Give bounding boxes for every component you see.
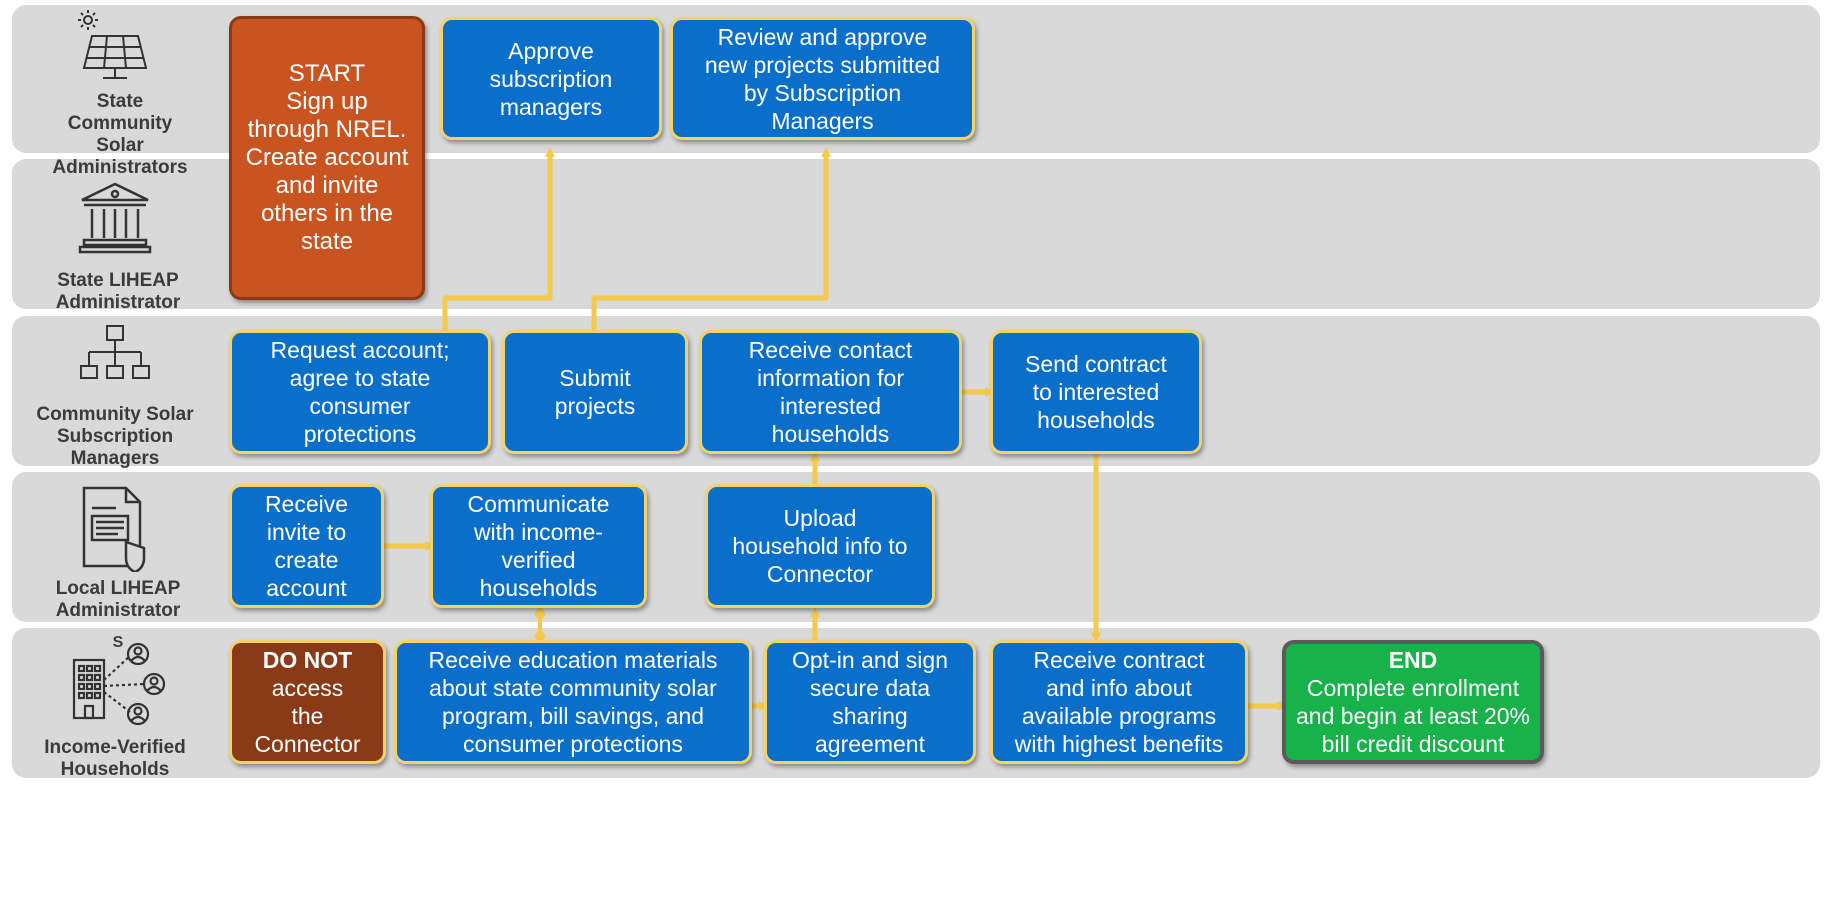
review-projects-box: Review and approve new projects submitte…	[670, 17, 975, 140]
send-contract-box: Send contract to interested households	[990, 330, 1202, 454]
lane-label-local-liheap: Local LIHEAP Administrator	[55, 578, 181, 621]
lane-label-state-liheap: State LIHEAP Administrator	[55, 270, 181, 313]
start-title: START	[288, 60, 366, 87]
org-chart-icon	[80, 325, 150, 379]
lane-label-subscription-managers: Community Solar Subscription Managers	[36, 404, 194, 469]
approve-managers-box: Approve subscription managers	[440, 17, 662, 140]
receive-education-box: Receive education materials about state …	[394, 640, 752, 764]
opt-in-box: Opt-in and sign secure data sharing agre…	[764, 640, 976, 764]
end-title: END	[1388, 647, 1438, 673]
building-people-icon	[72, 642, 166, 726]
lane-label-state-community-solar: State Community Solar Administrators	[52, 91, 188, 178]
lane-label-households: Income-Verified Households	[44, 737, 186, 780]
communicate-box: Communicate with income- verified househ…	[430, 484, 647, 608]
receive-contact-box: Receive contact information for interest…	[699, 330, 962, 454]
icon-text-s: S	[112, 634, 124, 651]
receive-invite-box: Receive invite to create account	[229, 484, 384, 608]
upload-box: Upload household info to Connector	[705, 484, 935, 608]
government-building-icon	[78, 182, 152, 254]
start-text: Sign up through NREL. Create account and…	[245, 88, 409, 255]
do-not-text: access the Connector	[254, 675, 361, 757]
request-account-box: Request account; agree to state consumer…	[229, 330, 491, 454]
submit-projects-box: Submit projects	[502, 330, 688, 454]
receive-contract-box: Receive contract and info about availabl…	[990, 640, 1248, 764]
solar-panel-icon	[78, 10, 148, 79]
end-text: Complete enrollment and begin at least 2…	[1295, 675, 1530, 757]
document-shield-icon	[82, 486, 146, 572]
do-not-title: DO NOT	[262, 647, 353, 673]
